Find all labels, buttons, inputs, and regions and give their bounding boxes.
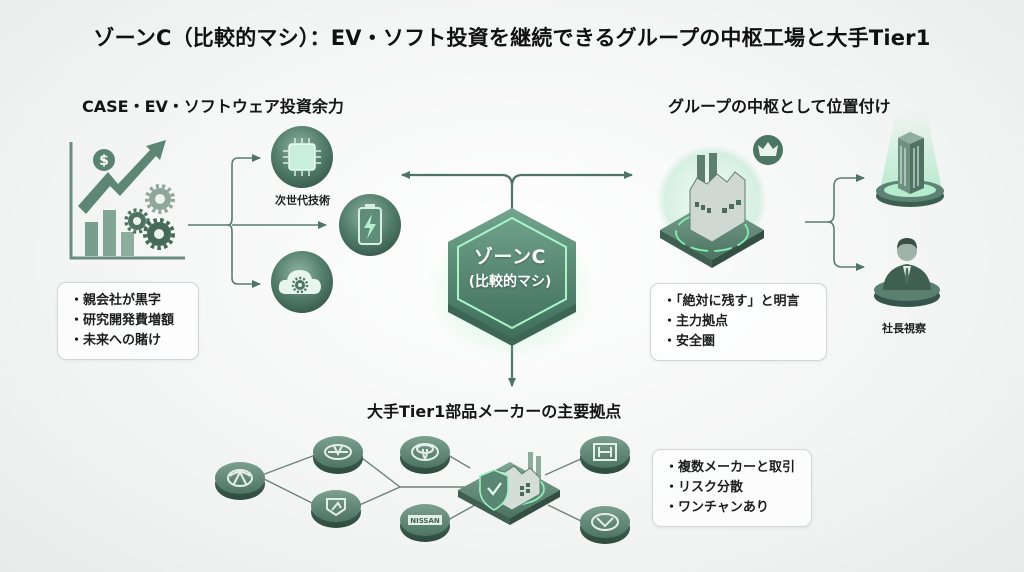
zone-c-subtitle: (比較的マシ) bbox=[468, 274, 552, 290]
right-notes-box: 「絶対に残す」と明言 主力拠点 安全圏 bbox=[650, 283, 827, 361]
left-branch-connectors bbox=[188, 154, 327, 288]
left-note-item: 研究開発費増額 bbox=[70, 311, 186, 331]
factory-shield-icon bbox=[458, 452, 560, 525]
left-notes-box: 親会社が黒字 研究開発費増額 未来への賭け bbox=[57, 282, 199, 360]
chip-icon bbox=[271, 126, 333, 188]
right-note-item: 「絶対に残す」と明言 bbox=[663, 292, 814, 312]
nissan-emblem-icon: NISSAN bbox=[400, 504, 450, 542]
executive-caption: 社長視察 bbox=[882, 322, 926, 335]
zone-c-hexagon bbox=[427, 208, 597, 360]
growth-chart-gears-icon: $ bbox=[69, 140, 185, 260]
bottom-note-item: リスク分散 bbox=[665, 478, 799, 498]
office-building-icon bbox=[876, 110, 944, 207]
page-title: ゾーンC（比較的マシ）：EV・ソフト投資を継続できるグループの中枢工場と大手Ti… bbox=[93, 26, 931, 50]
zone-c-title: ゾーンC bbox=[474, 246, 546, 268]
right-note-item: 安全圏 bbox=[663, 332, 814, 352]
zone-c-label: ゾーンC (比較的マシ) bbox=[447, 242, 573, 291]
toyota-emblem-icon bbox=[400, 436, 450, 474]
executive-icon bbox=[874, 238, 940, 307]
left-section-title: CASE・EV・ソフトウェア投資余力 bbox=[82, 97, 344, 116]
svg-text:$: $ bbox=[99, 153, 109, 169]
factory-crown-icon bbox=[657, 135, 783, 268]
bottom-note-item: 複数メーカーと取引 bbox=[665, 458, 799, 478]
bottom-section-title: 大手Tier1部品メーカーの主要拠点 bbox=[367, 402, 622, 421]
maker-emblem-1-icon bbox=[215, 462, 265, 500]
maker-coins: NISSAN bbox=[215, 436, 630, 544]
right-section-title: グループの中枢として位置付け bbox=[668, 97, 891, 116]
cloud-gear-icon bbox=[271, 251, 333, 313]
maker-emblem-3-icon bbox=[311, 490, 361, 528]
mazda-emblem-icon bbox=[580, 506, 630, 544]
maker-emblem-2-icon bbox=[313, 436, 363, 474]
chip-caption: 次世代技術 bbox=[275, 194, 330, 207]
honda-emblem-icon bbox=[580, 436, 630, 474]
battery-icon bbox=[339, 194, 401, 256]
bottom-notes-box: 複数メーカーと取引 リスク分散 ワンチャンあり bbox=[652, 449, 812, 527]
right-note-item: 主力拠点 bbox=[663, 312, 814, 332]
bottom-note-item: ワンチャンあり bbox=[665, 498, 799, 518]
left-note-item: 親会社が黒字 bbox=[70, 291, 186, 311]
maker-label: NISSAN bbox=[410, 517, 440, 525]
maker-network-lines bbox=[261, 453, 584, 523]
left-note-item: 未来への賭け bbox=[70, 331, 186, 351]
right-branch-connectors bbox=[805, 174, 865, 271]
